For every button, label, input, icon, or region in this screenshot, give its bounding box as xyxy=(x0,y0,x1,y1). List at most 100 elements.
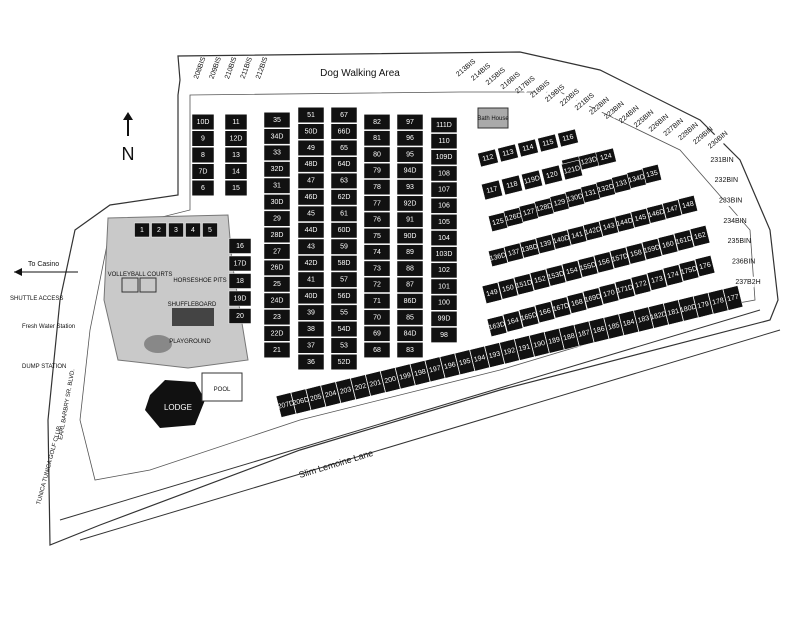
campsite-43[interactable]: 43 xyxy=(297,238,325,255)
campsite-9[interactable]: 9 xyxy=(191,130,215,147)
campsite-231bin[interactable]: 231BIN xyxy=(710,154,734,166)
campsite-113[interactable]: 113 xyxy=(497,143,519,163)
campsite-103d[interactable]: 103D xyxy=(430,246,458,263)
campsite-148[interactable]: 148 xyxy=(677,194,699,216)
campsite-36[interactable]: 36 xyxy=(297,354,325,370)
campsite-84d[interactable]: 84D xyxy=(396,325,424,342)
campsite-166[interactable]: 166 xyxy=(534,301,556,324)
campsite-20[interactable]: 20 xyxy=(228,308,252,324)
campsite-4[interactable]: 4 xyxy=(185,222,201,238)
campsite-211bis[interactable]: 211BIS xyxy=(236,55,257,81)
campsite-78[interactable]: 78 xyxy=(363,179,391,196)
campsite-18[interactable]: 18 xyxy=(228,273,252,289)
campsite-86d[interactable]: 86D xyxy=(396,293,424,310)
campsite-56d[interactable]: 56D xyxy=(330,288,358,305)
campsite-63[interactable]: 63 xyxy=(330,172,358,189)
campsite-87[interactable]: 87 xyxy=(396,276,424,293)
campsite-164[interactable]: 164 xyxy=(502,310,524,333)
campsite-110[interactable]: 110 xyxy=(430,133,458,149)
campsite-169d[interactable]: 169D xyxy=(582,287,604,310)
campsite-69[interactable]: 69 xyxy=(363,325,391,342)
campsite-73[interactable]: 73 xyxy=(363,260,391,277)
campsite-80[interactable]: 80 xyxy=(363,146,391,163)
campsite-83[interactable]: 83 xyxy=(396,342,424,358)
campsite-5[interactable]: 5 xyxy=(202,222,218,238)
campsite-140d[interactable]: 140D xyxy=(551,229,572,250)
campsite-135[interactable]: 135 xyxy=(641,163,663,185)
campsite-181[interactable]: 181 xyxy=(663,299,684,326)
campsite-14[interactable]: 14 xyxy=(224,163,248,180)
campsite-12d[interactable]: 12D xyxy=(224,130,248,147)
campsite-94d[interactable]: 94D xyxy=(396,162,424,179)
campsite-168[interactable]: 168 xyxy=(566,291,588,314)
campsite-120[interactable]: 120 xyxy=(541,164,563,186)
campsite-199[interactable]: 199 xyxy=(394,363,416,390)
campsite-2[interactable]: 2 xyxy=(151,222,167,238)
campsite-188[interactable]: 188 xyxy=(558,324,580,351)
campsite-24d[interactable]: 24D xyxy=(263,292,291,309)
campsite-76[interactable]: 76 xyxy=(363,211,391,228)
campsite-13[interactable]: 13 xyxy=(224,147,248,163)
campsite-151d[interactable]: 151D xyxy=(513,273,535,296)
campsite-40d[interactable]: 40D xyxy=(297,288,325,305)
campsite-112[interactable]: 112 xyxy=(477,148,499,168)
campsite-91[interactable]: 91 xyxy=(396,211,424,228)
campsite-88[interactable]: 88 xyxy=(396,260,424,277)
campsite-191[interactable]: 191 xyxy=(514,335,535,361)
campsite-172[interactable]: 172 xyxy=(630,273,652,296)
campsite-106[interactable]: 106 xyxy=(430,197,458,214)
campsite-205[interactable]: 205 xyxy=(305,385,327,411)
campsite-178[interactable]: 178 xyxy=(707,288,729,315)
campsite-203[interactable]: 203 xyxy=(335,377,356,404)
campsite-81[interactable]: 81 xyxy=(363,130,391,147)
campsite-147[interactable]: 147 xyxy=(662,199,683,220)
campsite-92d[interactable]: 92D xyxy=(396,195,424,212)
campsite-51[interactable]: 51 xyxy=(297,107,325,123)
campsite-158[interactable]: 158 xyxy=(625,242,647,265)
campsite-64d[interactable]: 64D xyxy=(330,156,358,173)
campsite-108[interactable]: 108 xyxy=(430,165,458,182)
campsite-180d[interactable]: 180D xyxy=(678,295,700,322)
campsite-52d[interactable]: 52D xyxy=(330,354,358,370)
campsite-146d[interactable]: 146D xyxy=(646,203,667,224)
campsite-39[interactable]: 39 xyxy=(297,304,325,321)
campsite-179[interactable]: 179 xyxy=(692,292,714,318)
campsite-207d[interactable]: 207D xyxy=(275,392,297,418)
campsite-152[interactable]: 152 xyxy=(529,268,551,291)
campsite-144d[interactable]: 144D xyxy=(614,212,635,233)
campsite-192[interactable]: 192 xyxy=(499,338,520,365)
campsite-1[interactable]: 1 xyxy=(134,222,150,238)
campsite-165d[interactable]: 165D xyxy=(518,305,540,328)
campsite-55[interactable]: 55 xyxy=(330,304,358,321)
campsite-59[interactable]: 59 xyxy=(330,238,358,255)
campsite-17d[interactable]: 17D xyxy=(228,255,252,272)
campsite-60d[interactable]: 60D xyxy=(330,222,358,239)
campsite-183[interactable]: 183 xyxy=(633,306,654,333)
campsite-7d[interactable]: 7D xyxy=(191,163,215,180)
campsite-210bis[interactable]: 210BIS xyxy=(220,55,241,82)
campsite-193[interactable]: 193 xyxy=(484,342,505,368)
campsite-65[interactable]: 65 xyxy=(330,139,358,156)
campsite-54d[interactable]: 54D xyxy=(330,321,358,338)
campsite-195[interactable]: 195 xyxy=(454,349,476,375)
campsite-115[interactable]: 115 xyxy=(537,133,559,153)
campsite-25[interactable]: 25 xyxy=(263,276,291,293)
campsite-143[interactable]: 143 xyxy=(598,216,619,237)
campsite-50d[interactable]: 50D xyxy=(297,123,325,140)
campsite-45[interactable]: 45 xyxy=(297,205,325,222)
campsite-119d[interactable]: 119D xyxy=(521,169,543,191)
campsite-173[interactable]: 173 xyxy=(646,268,668,291)
campsite-153d[interactable]: 153D xyxy=(545,264,567,287)
campsite-159d[interactable]: 159D xyxy=(641,238,663,261)
campsite-136d[interactable]: 136D xyxy=(487,246,509,268)
campsite-234bin[interactable]: 234BIN xyxy=(723,215,747,227)
campsite-100[interactable]: 100 xyxy=(430,294,458,311)
campsite-116[interactable]: 116 xyxy=(557,128,579,148)
campsite-3[interactable]: 3 xyxy=(168,222,184,238)
campsite-174[interactable]: 174 xyxy=(662,264,684,287)
campsite-202[interactable]: 202 xyxy=(350,374,371,400)
campsite-90d[interactable]: 90D xyxy=(396,228,424,244)
campsite-32d[interactable]: 32D xyxy=(263,161,291,178)
campsite-107[interactable]: 107 xyxy=(430,181,458,198)
campsite-186[interactable]: 186 xyxy=(588,317,610,343)
